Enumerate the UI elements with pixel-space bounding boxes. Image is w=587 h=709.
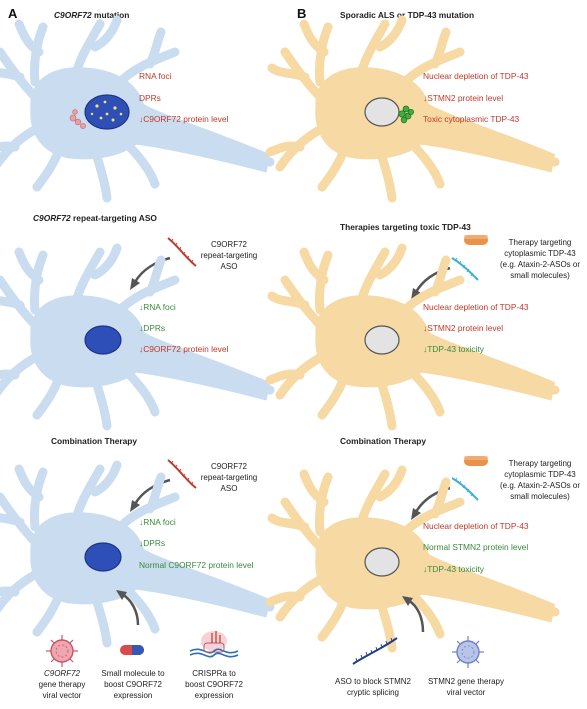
- nucleus: [84, 94, 130, 130]
- b-row2-therapy-label-3: (e.g. Ataxin-2-ASOs or: [500, 260, 580, 269]
- b-row2-effect-2: ↓STMN2 protein level: [423, 323, 503, 333]
- nucleus: [364, 325, 400, 355]
- a-row1-neuron: [0, 20, 270, 198]
- b-therapy1-line2: cryptic splicing: [347, 688, 399, 697]
- a-row2-neuron: [0, 248, 270, 426]
- a-row2-effect-1: ↓RNA foci: [139, 302, 176, 312]
- a-therapy3-line3: expression: [195, 691, 234, 700]
- a-row3-effect-1: ↓RNA foci: [139, 517, 176, 527]
- aso-strand: [167, 459, 197, 489]
- pill-icon: [464, 456, 488, 466]
- a-therapy2-line1: Small molecule to: [101, 669, 165, 678]
- panel-label-a: A: [8, 6, 18, 21]
- nucleus: [84, 542, 122, 572]
- aso-strand: [167, 237, 197, 267]
- crispra-icon: [189, 631, 239, 658]
- a-therapy1-line3: viral vector: [43, 691, 82, 700]
- small-molecule-pill-icon: [120, 645, 144, 655]
- a-row3-aso-label-1: C9ORF72: [211, 462, 248, 471]
- b-row1-effect-3: Toxic cytoplasmic TDP-43: [423, 114, 520, 124]
- dpr-aggregates: [69, 109, 86, 129]
- b-therapy1-line1: ASO to block STMN2: [335, 677, 412, 686]
- a-row1-effect-3: ↓C9ORF72 protein level: [139, 114, 229, 124]
- b-row2-therapy-icons: [411, 235, 488, 300]
- aso-ticks: [454, 257, 474, 277]
- b-row3-therapy-label-4: small molecules): [510, 492, 570, 501]
- a-row3-neuron: [0, 465, 270, 643]
- a-therapy2-line3: expression: [114, 691, 153, 700]
- aso-ticks: [170, 460, 194, 486]
- a-row3-title: Combination Therapy: [51, 436, 137, 446]
- a-row1-effect-1: RNA foci: [139, 71, 172, 81]
- b-therapy2-line1: STMN2 gene therapy: [428, 677, 504, 686]
- b-row3-therapy-label-2: cytoplasmic TDP-43: [504, 470, 576, 479]
- a-therapy3-line1: CRISPRa to: [192, 669, 236, 678]
- rna-foci-dots: [90, 100, 123, 122]
- a-row3-effect-2: ↓DPRs: [139, 538, 165, 548]
- a-row2-effect-3: ↓C9ORF72 protein level: [139, 344, 229, 354]
- a-row3-aso: [130, 459, 197, 512]
- b-row3-neuron: [270, 470, 555, 648]
- pill-icon: [464, 235, 488, 245]
- aso-ticks: [454, 477, 474, 497]
- a-therapy2-line2: boost C9ORF72: [104, 680, 162, 689]
- a-row2-effect-2: ↓DPRs: [139, 323, 165, 333]
- b-row1-effect-2: ↓STMN2 protein level: [423, 93, 503, 103]
- arrow-head: [130, 500, 140, 512]
- b-row3-effect-3: ↓TDP-43 toxicity: [423, 564, 485, 574]
- b-row3-up-arrow-head: [402, 596, 413, 606]
- tdp43-aggregates: [398, 105, 414, 124]
- b-row2-effect-3: ↓TDP-43 toxicity: [423, 344, 485, 354]
- aso-stmn2-icon: [352, 637, 398, 665]
- a-row2-aso-label-2: repeat-targeting: [201, 251, 257, 260]
- b-row3-title: Combination Therapy: [340, 436, 426, 446]
- a-therapy1-line1: C9ORF72: [44, 669, 81, 678]
- panel-label-b: B: [297, 6, 306, 21]
- a-row2-aso-label-1: C9ORF72: [211, 240, 248, 249]
- b-row2-effect-1: Nuclear depletion of TDP-43: [423, 302, 529, 312]
- b-row3-effect-2: Normal STMN2 protein level: [423, 542, 528, 552]
- arrow-to-neuron: [133, 256, 171, 283]
- stmn2-viral-vector-icon: [452, 636, 484, 668]
- a-row3-aso-label-3: ASO: [221, 484, 238, 493]
- nucleus: [364, 547, 400, 577]
- a-row3-up-arrow-head: [116, 590, 127, 600]
- a-therapy3-line2: boost C9ORF72: [185, 680, 243, 689]
- b-row1-title: Sporadic ALS or TDP-43 mutation: [340, 10, 474, 20]
- a-row1-title: C9ORF72 mutation: [54, 10, 129, 20]
- a-row2-aso-label-3: ASO: [221, 262, 238, 271]
- a-row1-effect-2: DPRs: [139, 93, 161, 103]
- a-row2-title: C9ORF72 repeat-targeting ASO: [33, 213, 157, 223]
- nucleus: [84, 325, 122, 355]
- arrow-to-neuron: [133, 478, 171, 505]
- arrow-head: [411, 508, 421, 520]
- a-row3-aso-label-2: repeat-targeting: [201, 473, 257, 482]
- aso-strand: [451, 257, 479, 281]
- b-row2-therapy-label-1: Therapy targeting: [509, 238, 572, 247]
- aso-strand: [451, 477, 479, 501]
- nucleus: [364, 97, 400, 127]
- b-row2-therapy-label-2: cytoplasmic TDP-43: [504, 249, 576, 258]
- b-therapy2-line2: viral vector: [447, 688, 486, 697]
- b-row1-neuron: [270, 20, 555, 198]
- arrow-head: [411, 288, 421, 300]
- b-row2-neuron: [270, 248, 555, 426]
- arrow-head: [130, 278, 140, 290]
- b-row2-therapy-label-4: small molecules): [510, 271, 570, 280]
- a-therapy1-line2: gene therapy: [39, 680, 86, 689]
- b-row2-title: Therapies targeting toxic TDP-43: [340, 222, 471, 232]
- aso-ticks: [170, 238, 194, 264]
- a-row2-aso: [130, 237, 197, 290]
- viral-vector-icon: [46, 635, 78, 667]
- b-row1-effect-1: Nuclear depletion of TDP-43: [423, 71, 529, 81]
- a-row3-effect-3: Normal C9ORF72 protein level: [139, 560, 254, 570]
- b-row3-therapy-label-1: Therapy targeting: [509, 459, 572, 468]
- b-row3-effect-1: Nuclear depletion of TDP-43: [423, 521, 529, 531]
- b-row3-therapy-label-3: (e.g. Ataxin-2-ASOs or: [500, 481, 580, 490]
